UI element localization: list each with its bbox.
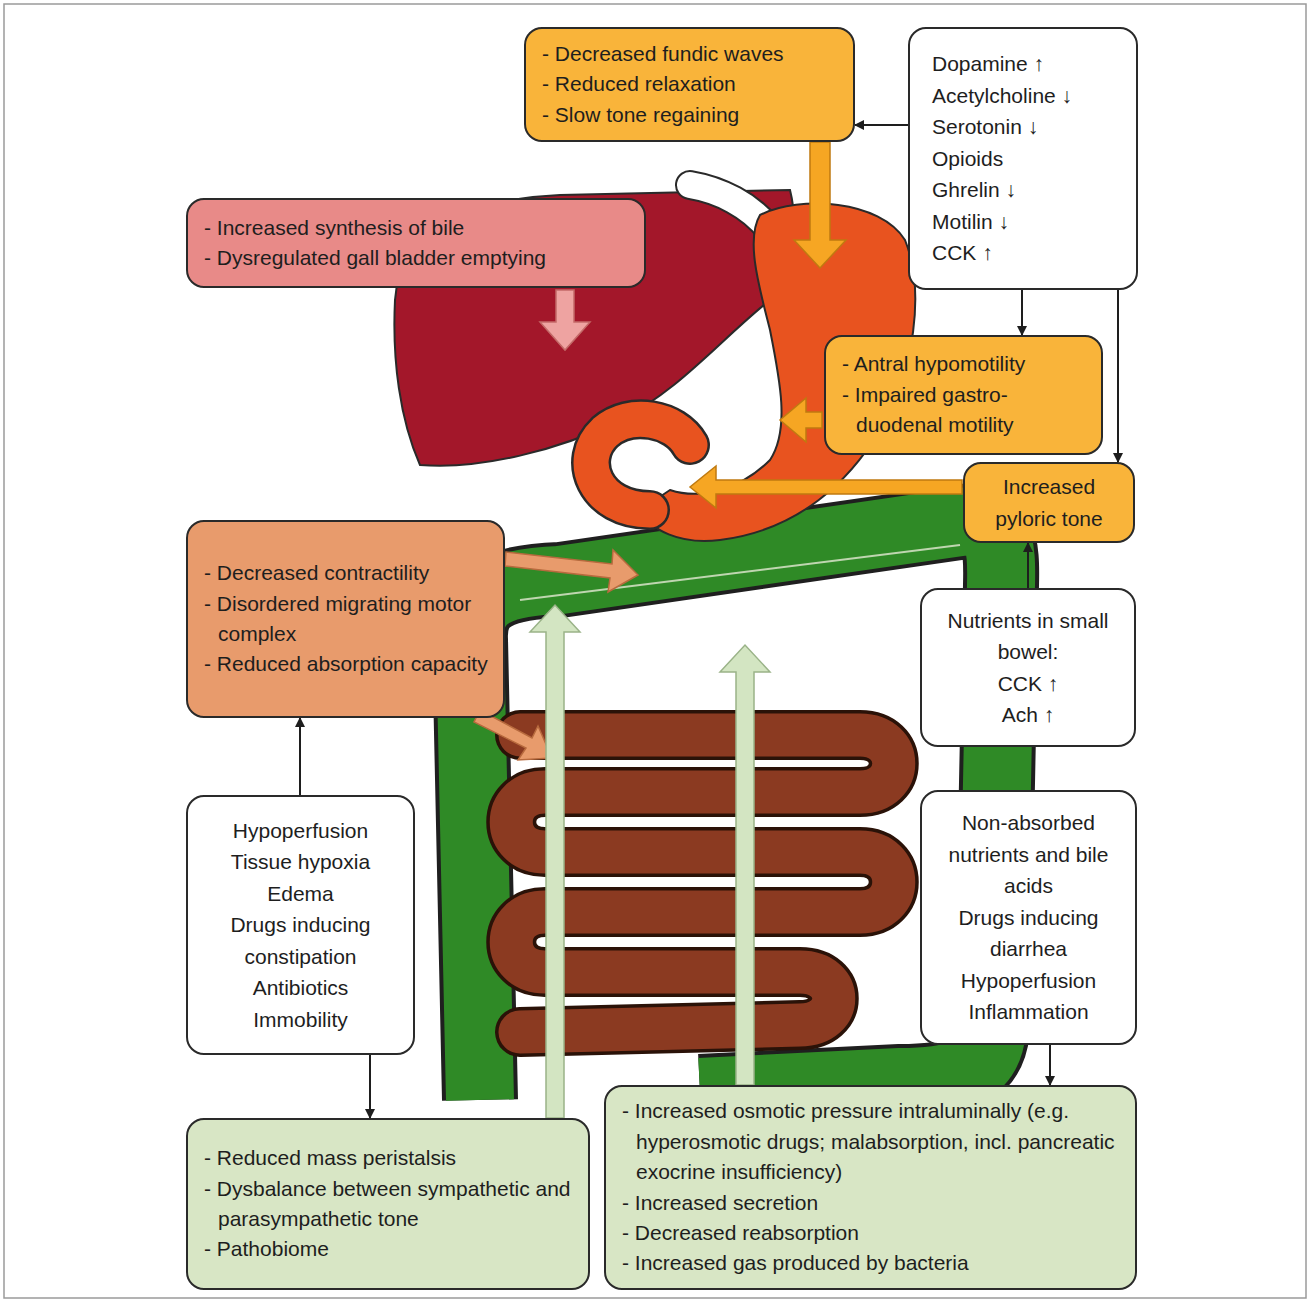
box-text: - Decreased fundic waves — [556, 39, 841, 69]
connector-arrow — [299, 718, 301, 795]
box-text: - Increased gas produced by bacteria — [636, 1248, 1123, 1278]
box-text: Nutrients in small bowel: — [932, 605, 1124, 668]
box-text: - Dysregulated gall bladder emptying — [218, 243, 632, 273]
box-text: Drugs inducing diarrhea — [932, 902, 1125, 965]
box-text: - Slow tone regaining — [556, 100, 841, 130]
box-text: - Reduced mass peristalsis — [218, 1143, 576, 1173]
effect-box: - Increased osmotic pressure intralumina… — [604, 1085, 1137, 1290]
box-text: - Disordered migrating motor complex — [218, 589, 491, 650]
box-text: - Increased osmotic pressure intralumina… — [636, 1096, 1123, 1187]
connector-arrow — [369, 1055, 371, 1118]
effect-box: - Decreased contractility- Disordered mi… — [186, 520, 505, 718]
duodenum-outline — [591, 419, 690, 510]
connector-arrow — [855, 124, 908, 126]
small-intestine — [511, 735, 894, 1032]
box-text: - Reduced absorption capacity — [218, 649, 491, 679]
box-text: Acetylcholine ↓ — [932, 80, 1122, 112]
block-arrow — [530, 605, 580, 1118]
box-text: - Dysbalance between sympathetic and par… — [218, 1174, 576, 1235]
box-text: - Increased secretion — [636, 1188, 1123, 1218]
connector-arrow — [1021, 290, 1023, 335]
effect-box: - Antral hypomotility- Impaired gastro-d… — [824, 335, 1103, 455]
box-text: Inflammation — [932, 996, 1125, 1028]
box-text: Immobility — [198, 1004, 403, 1036]
box-text: Ach ↑ — [932, 699, 1124, 731]
box-text: Hypoperfusion — [932, 965, 1125, 997]
box-text: Antibiotics — [198, 972, 403, 1004]
block-arrow — [505, 550, 638, 592]
block-arrow — [720, 645, 770, 1085]
box-text: Drugs inducing constipation — [198, 909, 403, 972]
box-text: Tissue hypoxia — [198, 846, 403, 878]
block-arrow — [540, 290, 590, 350]
block-arrow — [780, 398, 822, 442]
box-text: - Pathobiome — [218, 1234, 576, 1264]
cause-box: Dopamine ↑Acetylcholine ↓Serotonin ↓Opio… — [908, 27, 1138, 290]
effect-box: Increased pyloric tone — [963, 462, 1135, 543]
box-text: CCK ↑ — [932, 668, 1124, 700]
cause-box: Nutrients in small bowel:CCK ↑Ach ↑ — [920, 588, 1136, 747]
box-text: Non-absorbed nutrients and bile acids — [932, 807, 1125, 902]
effect-box: - Decreased fundic waves- Reduced relaxa… — [524, 27, 855, 142]
box-text: Opioids — [932, 143, 1122, 175]
duodenum — [591, 419, 690, 510]
effect-box: - Increased synthesis of bile- Dysregula… — [186, 198, 646, 288]
block-arrow — [690, 466, 962, 508]
block-arrow — [794, 142, 846, 268]
connector-arrow — [1117, 290, 1119, 462]
small-intestine-outline — [511, 735, 894, 1032]
box-text: - Reduced relaxation — [556, 69, 841, 99]
frame-border — [4, 4, 1306, 1298]
box-text: Increased pyloric tone — [975, 471, 1123, 534]
connector-arrow — [1049, 1045, 1051, 1085]
effect-box: - Reduced mass peristalsis- Dysbalance b… — [186, 1118, 590, 1290]
box-text: - Impaired gastro-duodenal motility — [856, 380, 1089, 441]
box-text: Edema — [198, 878, 403, 910]
box-text: Hypoperfusion — [198, 815, 403, 847]
box-text: Dopamine ↑ — [932, 48, 1122, 80]
box-text: CCK ↑ — [932, 237, 1122, 269]
box-text: Serotonin ↓ — [932, 111, 1122, 143]
box-text: - Decreased contractility — [218, 558, 491, 588]
box-text: - Antral hypomotility — [856, 349, 1089, 379]
box-text: - Decreased reabsorption — [636, 1218, 1123, 1248]
cause-box: Non-absorbed nutrients and bile acidsDru… — [920, 790, 1137, 1045]
box-text: - Increased synthesis of bile — [218, 213, 632, 243]
connector-arrow — [1027, 543, 1029, 588]
box-text: Ghrelin ↓ — [932, 174, 1122, 206]
box-text: Motilin ↓ — [932, 206, 1122, 238]
cause-box: HypoperfusionTissue hypoxiaEdemaDrugs in… — [186, 795, 415, 1055]
